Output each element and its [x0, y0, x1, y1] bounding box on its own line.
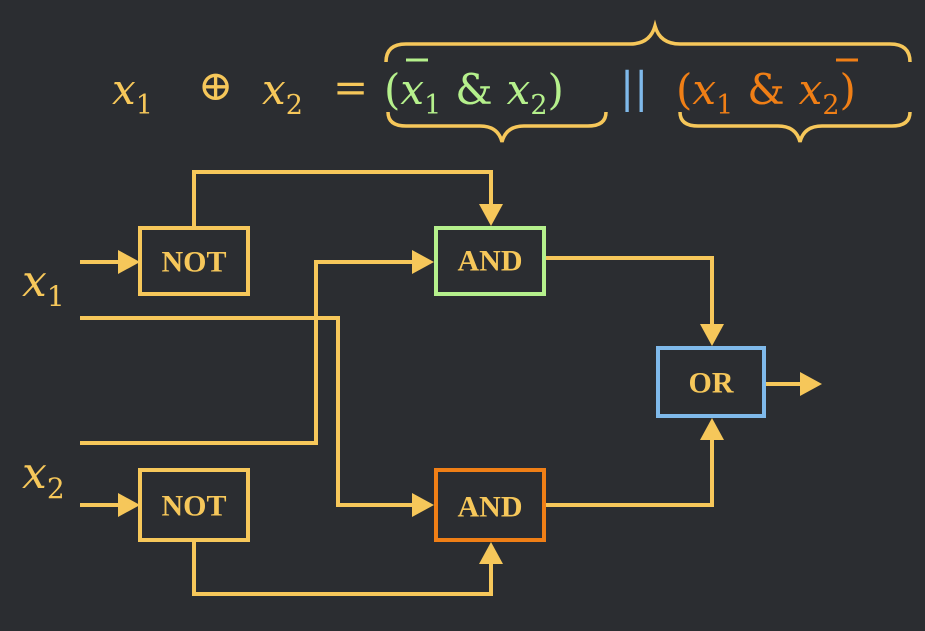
term1-var-b: x — [507, 65, 531, 114]
arrowheads — [118, 204, 822, 564]
gate-and-top-label: AND — [458, 245, 523, 278]
lhs-x2-var: x — [262, 65, 286, 114]
term2-open-paren: ( — [676, 65, 692, 114]
term1-amp: & — [455, 65, 492, 114]
equation-lhs-x2: x2 — [262, 65, 303, 121]
input-x2-var: x — [22, 448, 47, 499]
input-x1-label: x1 — [22, 256, 65, 313]
term2-var-b: x — [799, 65, 823, 114]
arrow-or-output — [800, 372, 822, 396]
term1-close-paren: ) — [548, 65, 564, 114]
underbrace-term1 — [386, 111, 608, 143]
term1-open-paren: ( — [384, 65, 400, 114]
arrow-into-not-top — [118, 250, 140, 274]
gate-or-label: OR — [689, 367, 734, 400]
lhs-x2-sub: 2 — [286, 90, 303, 121]
term2: (x1&x2) — [676, 65, 856, 121]
gate-and-top: AND — [434, 226, 546, 296]
term2-sub-a: 1 — [716, 90, 733, 121]
gate-not-top-label: NOT — [161, 246, 226, 279]
term2-sub-b: 2 — [822, 90, 839, 121]
arrow-into-and-bottom-from-left — [412, 493, 434, 517]
input-x2-sub: 2 — [47, 472, 65, 505]
gate-and-bottom-box — [434, 468, 546, 542]
wire-x1-to-and-bottom — [80, 316, 424, 507]
term1-sub-b: 2 — [530, 90, 547, 121]
input-x1-sub: 1 — [47, 280, 65, 313]
underbrace-term2 — [678, 111, 912, 143]
equals-sign: = — [333, 63, 368, 112]
gate-and-bottom-label: AND — [458, 491, 523, 524]
arrow-into-or-from-below — [700, 418, 724, 440]
gate-not-bottom: NOT — [138, 468, 250, 542]
term2-var-a: x — [692, 65, 716, 114]
input-x2-label: x2 — [22, 448, 65, 505]
equation-lhs: x1 — [112, 65, 153, 121]
gate-not-bottom-box — [138, 468, 250, 542]
gate-not-top: NOT — [138, 226, 250, 296]
wire-and-bottom-to-or — [544, 430, 714, 507]
term2-close-paren: ) — [840, 65, 856, 114]
wire-not-bottom-to-and-bottom — [192, 540, 493, 596]
gate-or: OR — [656, 346, 766, 418]
gate-not-top-box — [138, 226, 250, 296]
arrow-into-and-top-from-above — [479, 204, 503, 226]
gate-and-top-box — [434, 226, 546, 296]
wire-and-top-to-or — [544, 256, 714, 334]
arrow-into-and-top-from-left — [412, 250, 434, 274]
lhs-x1-var: x — [112, 65, 136, 114]
xor-symbol: ⊕ — [198, 61, 233, 110]
gate-and-bottom: AND — [434, 468, 546, 542]
term1-sub-a: 1 — [424, 90, 441, 121]
wire-x2-to-and-top — [80, 260, 424, 445]
term2-amp: & — [747, 65, 784, 114]
gate-or-box — [656, 346, 766, 418]
input-x1-var: x — [22, 256, 47, 307]
gate-not-bottom-label: NOT — [161, 490, 226, 523]
arrow-into-and-bottom-from-below — [479, 542, 503, 564]
lhs-x1-sub: 1 — [136, 90, 153, 121]
or-symbol: || — [620, 63, 648, 112]
wires — [80, 170, 810, 596]
arrow-into-or-from-above — [700, 324, 724, 346]
wire-not-top-to-and-top — [192, 170, 493, 228]
term1-var-a: x — [400, 65, 424, 114]
equation: x1 ⊕ x2 = (x1&x2) || (x1&x2) — [112, 19, 912, 143]
term1: (x1&x2) — [384, 65, 564, 121]
arrow-into-not-bottom — [118, 493, 140, 517]
overbrace — [384, 19, 912, 63]
